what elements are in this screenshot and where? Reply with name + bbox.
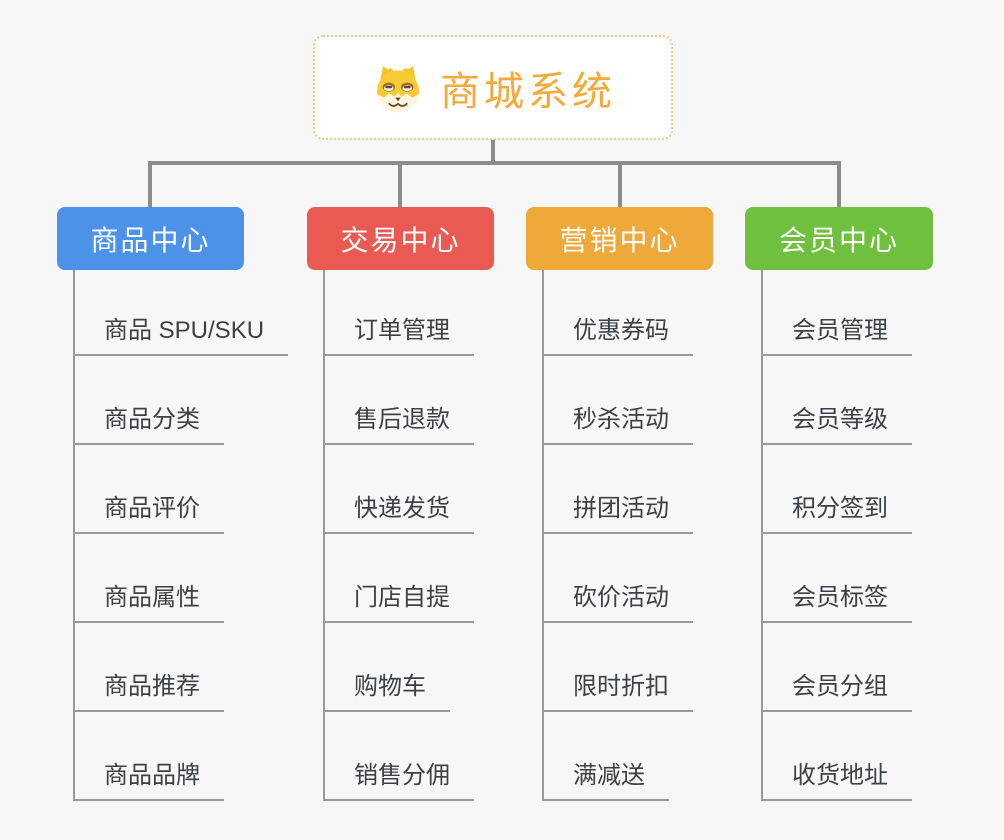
branch-node-marketing[interactable]: 营销中心 [526, 207, 713, 270]
connector-leaf-line-products [73, 270, 75, 801]
leaf-node-members-2[interactable]: 会员等级 [761, 405, 912, 445]
leaf-node-products-5[interactable]: 商品推荐 [73, 672, 224, 712]
leaf-node-products-6[interactable]: 商品品牌 [73, 761, 224, 801]
branch-node-products[interactable]: 商品中心 [57, 207, 244, 270]
connector-leaf-line-marketing [542, 270, 544, 801]
dog-face-icon [377, 65, 419, 112]
leaf-node-trade-1[interactable]: 订单管理 [323, 316, 474, 356]
connector-branch-drop-trade [398, 161, 402, 207]
leaf-node-members-4[interactable]: 会员标签 [761, 583, 912, 623]
connector-root-drop [491, 140, 495, 165]
connector-leaf-line-members [761, 270, 763, 801]
connector-leaf-line-trade [323, 270, 325, 801]
root-node[interactable]: 商城系统 [313, 35, 673, 140]
leaf-node-marketing-2[interactable]: 秒杀活动 [542, 405, 693, 445]
leaf-node-trade-3[interactable]: 快递发货 [323, 494, 474, 534]
connector-branch-drop-marketing [618, 161, 622, 207]
root-title: 商城系统 [440, 69, 616, 114]
leaf-node-members-3[interactable]: 积分签到 [761, 494, 912, 534]
leaf-node-products-1[interactable]: 商品 SPU/SKU [73, 316, 289, 356]
connector-branch-drop-members [837, 161, 841, 207]
leaf-node-marketing-4[interactable]: 砍价活动 [542, 583, 693, 623]
leaf-node-trade-4[interactable]: 门店自提 [323, 583, 474, 623]
leaf-node-marketing-6[interactable]: 满减送 [542, 761, 669, 801]
leaf-node-products-3[interactable]: 商品评价 [73, 494, 224, 534]
branch-node-trade[interactable]: 交易中心 [307, 207, 494, 270]
leaf-node-trade-6[interactable]: 销售分佣 [323, 761, 474, 801]
connector-branch-drop-products [148, 161, 152, 207]
leaf-node-marketing-5[interactable]: 限时折扣 [542, 672, 693, 712]
leaf-node-marketing-1[interactable]: 优惠券码 [542, 316, 693, 356]
leaf-node-trade-2[interactable]: 售后退款 [323, 405, 474, 445]
connector-bus [148, 161, 840, 165]
leaf-node-members-5[interactable]: 会员分组 [761, 672, 912, 712]
leaf-node-trade-5[interactable]: 购物车 [323, 672, 450, 712]
leaf-node-members-1[interactable]: 会员管理 [761, 316, 912, 356]
leaf-node-products-4[interactable]: 商品属性 [73, 583, 224, 623]
leaf-node-products-2[interactable]: 商品分类 [73, 405, 224, 445]
branch-node-members[interactable]: 会员中心 [745, 207, 933, 270]
leaf-node-marketing-3[interactable]: 拼团活动 [542, 494, 693, 534]
leaf-node-members-6[interactable]: 收货地址 [761, 761, 912, 801]
